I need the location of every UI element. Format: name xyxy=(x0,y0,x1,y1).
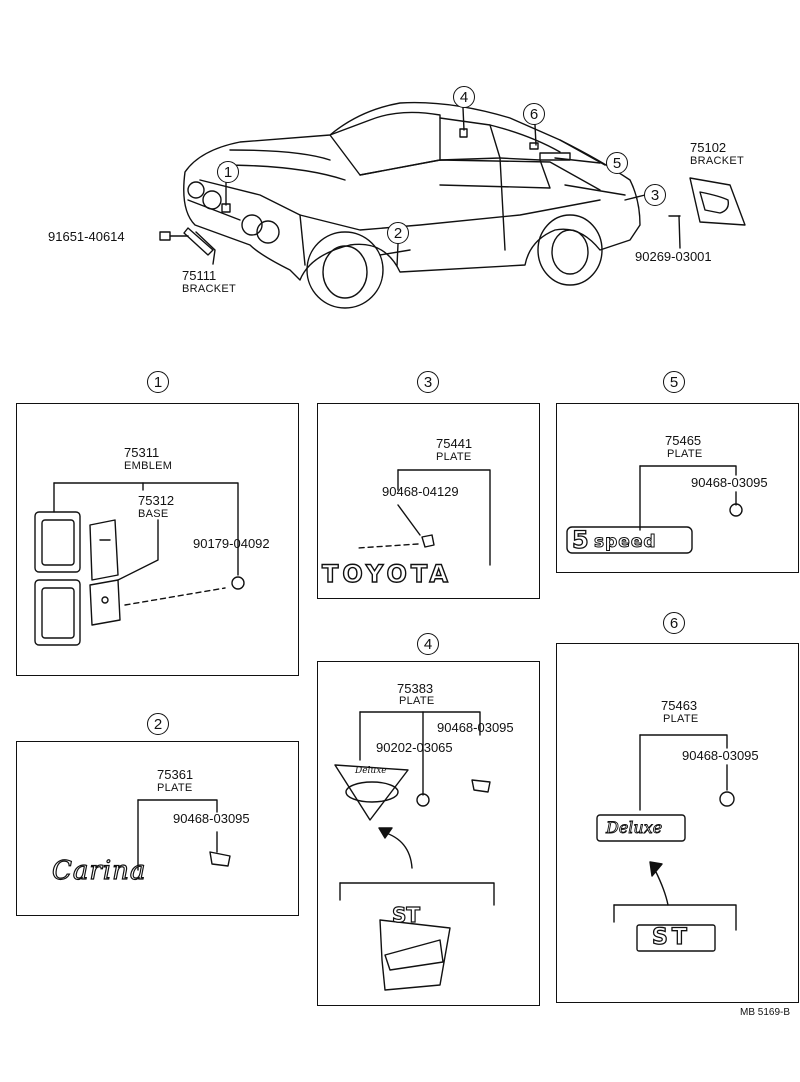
part-name-75102: BRACKET xyxy=(690,155,745,167)
part-number-75312: 75312 xyxy=(138,493,175,508)
st-badge: ST xyxy=(651,924,691,950)
part-name-plate: PLATE xyxy=(436,451,472,463)
part-name-plate: PLATE xyxy=(663,713,699,725)
callout-4: 4 xyxy=(453,86,475,108)
panel1-drawing xyxy=(34,482,245,646)
part-number-75311: 75311 xyxy=(124,445,160,460)
callout-2: 2 xyxy=(387,222,409,244)
panel3-marker: 3 xyxy=(417,371,439,393)
part-number-75111: 75111 xyxy=(182,268,217,283)
part-number-90269: 90269-03001 xyxy=(635,249,712,264)
deluxe-mini-text: Deluxe xyxy=(355,766,387,776)
part-name-plate: PLATE xyxy=(399,695,435,707)
callout-1: 1 xyxy=(217,161,239,183)
panel4-marker: 4 xyxy=(417,633,439,655)
part-number-90468-03095: 90468-03095 xyxy=(437,720,514,735)
callout-6: 6 xyxy=(523,103,545,125)
panel3-box xyxy=(317,403,540,599)
part-number-90468-03095: 90468-03095 xyxy=(691,475,768,490)
panel3-drawing xyxy=(357,469,491,566)
panel6-marker: 6 xyxy=(663,612,685,634)
panel5-box xyxy=(556,403,799,573)
part-number-90179: 90179-04092 xyxy=(193,536,270,551)
panel4-box xyxy=(317,661,540,1006)
part-number-90468-03095: 90468-03095 xyxy=(682,748,759,763)
panel6-box xyxy=(556,643,799,1003)
callout-5: 5 xyxy=(606,152,628,174)
part-name-base: BASE xyxy=(138,508,169,520)
panel2-drawing xyxy=(137,799,231,871)
panel2-box xyxy=(16,741,299,916)
part-number-90202: 90202-03065 xyxy=(376,740,453,755)
st-mini-text: ST xyxy=(391,902,421,927)
speed-badge-number: 5 xyxy=(571,525,589,554)
deluxe-badge: Deluxe xyxy=(606,818,663,838)
part-name-plate: PLATE xyxy=(667,448,703,460)
part-name-75111: BRACKET xyxy=(182,283,237,295)
panel2-marker: 2 xyxy=(147,713,169,735)
carina-badge: Carina xyxy=(51,855,147,886)
panel1-box xyxy=(16,403,299,676)
panel5-marker: 5 xyxy=(663,371,685,393)
part-number-75441: 75441 xyxy=(436,436,473,451)
part-number-91651: 91651-40614 xyxy=(48,229,125,244)
panel4-drawing xyxy=(334,711,495,991)
part-number-90468: 90468-03095 xyxy=(173,811,250,826)
callout-3: 3 xyxy=(644,184,666,206)
part-number-75361: 75361 xyxy=(157,767,194,782)
speed-badge-text: speed xyxy=(594,532,657,553)
car-illustration xyxy=(183,101,641,309)
toyota-badge: TOYOTA xyxy=(321,559,452,588)
part-number-75102: 75102 xyxy=(690,140,727,155)
panel5-drawing xyxy=(566,465,743,554)
part-number-75383: 75383 xyxy=(397,681,434,696)
part-number-90468-04129: 90468-04129 xyxy=(382,484,459,499)
part-number-75465: 75465 xyxy=(665,433,702,448)
part-name-emblem: EMBLEM xyxy=(124,460,173,472)
part-name-plate: PLATE xyxy=(157,782,193,794)
drawing-reference: MB 5169-B xyxy=(740,1007,791,1018)
panel6-drawing xyxy=(596,734,737,952)
part-number-75463: 75463 xyxy=(661,698,698,713)
panel1-marker: 1 xyxy=(147,371,169,393)
